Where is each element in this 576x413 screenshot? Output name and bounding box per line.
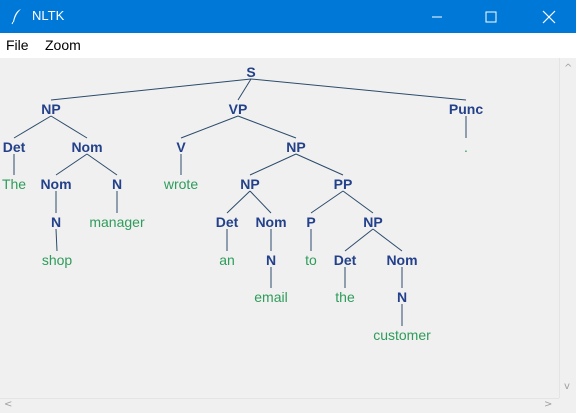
- menu-zoom[interactable]: Zoom: [45, 37, 81, 53]
- maximize-button[interactable]: [468, 0, 514, 33]
- feather-app-icon: [11, 9, 21, 25]
- horizontal-scrollbar[interactable]: < >: [0, 398, 559, 413]
- tree-node-nom[interactable]: Nom: [255, 214, 286, 230]
- tree-node-nom[interactable]: Nom: [71, 139, 102, 155]
- tree-node-pp[interactable]: PP: [334, 176, 353, 192]
- window-title: NLTK: [32, 8, 65, 23]
- tree-node-punc[interactable]: Punc: [449, 101, 483, 117]
- tree-leaf[interactable]: to: [305, 252, 317, 268]
- maximize-icon: [485, 11, 497, 22]
- menu-file[interactable]: File: [6, 37, 29, 53]
- tree-leaf[interactable]: wrote: [163, 176, 198, 192]
- vertical-scrollbar[interactable]: ^ v: [559, 58, 576, 398]
- tree-node-n[interactable]: N: [266, 252, 276, 268]
- tree-leaf[interactable]: email: [254, 289, 287, 305]
- tree-edge: [86, 153, 118, 176]
- tree-edge: [344, 228, 374, 252]
- close-icon: [542, 10, 556, 23]
- tree-node-det[interactable]: Det: [3, 139, 26, 155]
- tree-leaf[interactable]: manager: [89, 214, 145, 230]
- tree-leaf[interactable]: the: [335, 289, 355, 305]
- tree-edge: [226, 190, 251, 214]
- tree-leaf[interactable]: The: [2, 176, 26, 192]
- tree-node-n[interactable]: N: [112, 176, 122, 192]
- tree-edge: [55, 153, 88, 176]
- tree-edge: [180, 115, 239, 139]
- tree-leaf[interactable]: an: [219, 252, 235, 268]
- tree-edge: [50, 115, 88, 139]
- tree-node-n[interactable]: N: [397, 289, 407, 305]
- tree-edge: [342, 190, 374, 214]
- tree-leaf[interactable]: customer: [373, 327, 431, 343]
- tree-node-np[interactable]: NP: [363, 214, 382, 230]
- tree-node-v[interactable]: V: [176, 139, 186, 155]
- tree-edge: [55, 228, 58, 252]
- scroll-up-icon[interactable]: ^: [564, 63, 573, 74]
- tree-edge: [13, 115, 52, 139]
- tree-edge: [237, 78, 252, 101]
- scrollbar-corner: [559, 398, 576, 412]
- minimize-icon: [432, 16, 442, 17]
- tree-edge: [249, 190, 272, 214]
- tree-node-nom[interactable]: Nom: [40, 176, 71, 192]
- minimize-button[interactable]: [414, 0, 460, 33]
- tree-node-np[interactable]: NP: [240, 176, 259, 192]
- scroll-down-icon[interactable]: v: [564, 381, 570, 392]
- tree-edge: [372, 228, 403, 252]
- tree-node-np[interactable]: NP: [41, 101, 60, 117]
- tree-node-det[interactable]: Det: [216, 214, 239, 230]
- tree-node-s[interactable]: S: [246, 64, 255, 80]
- tree-node-p[interactable]: P: [306, 214, 315, 230]
- tree-node-np[interactable]: NP: [286, 139, 305, 155]
- tree-edge: [50, 78, 252, 101]
- tree-edge: [249, 153, 297, 176]
- scroll-left-icon[interactable]: <: [4, 399, 13, 410]
- tree-node-vp[interactable]: VP: [229, 101, 248, 117]
- title-bar: NLTK: [0, 0, 576, 33]
- tree-node-n[interactable]: N: [51, 214, 61, 230]
- tree-node-nom[interactable]: Nom: [386, 252, 417, 268]
- tree-edge: [310, 190, 344, 214]
- menu-bar: File Zoom: [0, 33, 576, 58]
- tree-node-det[interactable]: Det: [334, 252, 357, 268]
- tree-edge: [250, 78, 467, 101]
- tree-edge: [295, 153, 344, 176]
- tree-edge: [237, 115, 297, 139]
- scroll-right-icon[interactable]: >: [544, 399, 553, 410]
- tree-leaf[interactable]: .: [464, 139, 468, 155]
- tree-leaf[interactable]: shop: [42, 252, 73, 268]
- close-button[interactable]: [526, 0, 572, 33]
